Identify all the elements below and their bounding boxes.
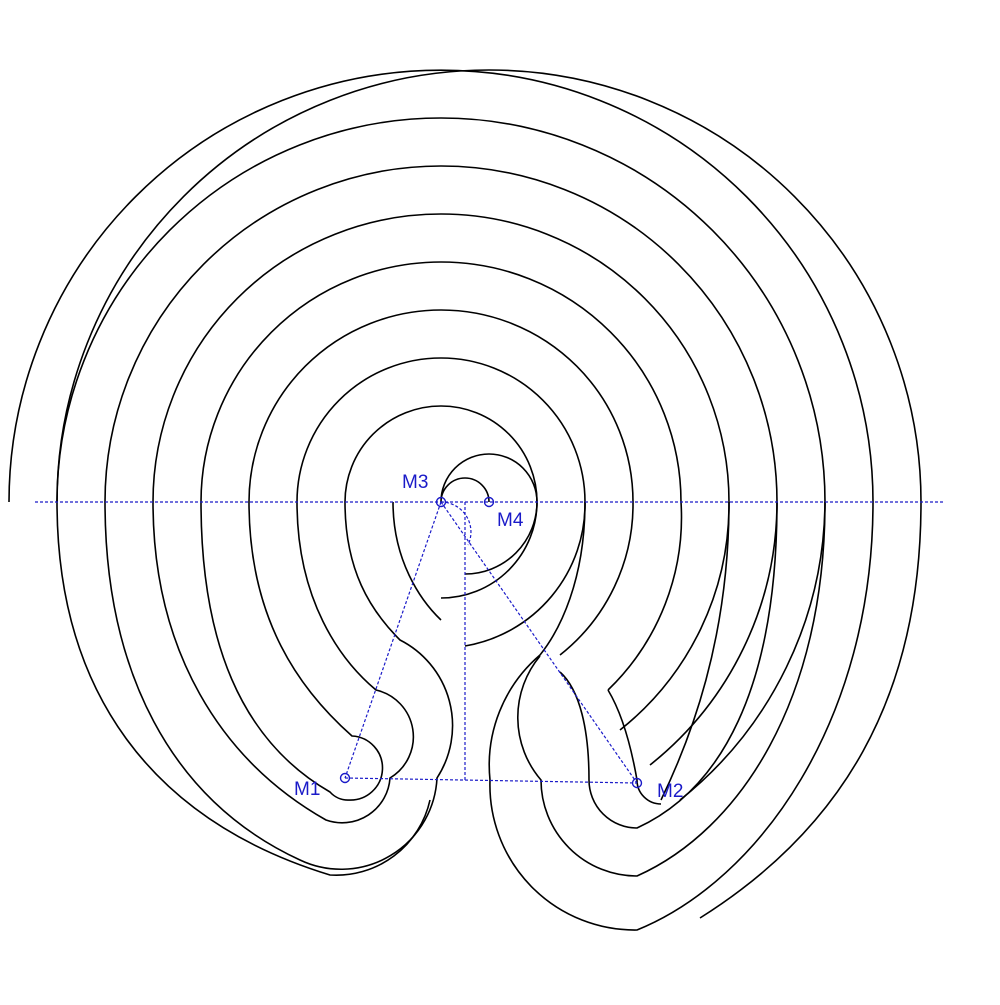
wall-ring-6: [152, 213, 730, 731]
wall-m2-arc-2: [517, 501, 826, 877]
m1-to-m2-line: [344, 777, 638, 784]
wall-m2-arc-4: [607, 689, 662, 805]
m4-label: M4: [497, 510, 524, 531]
wall-ring-2: [344, 405, 538, 599]
wall-core-hook: [440, 453, 538, 575]
m2-label: M2: [657, 781, 683, 802]
center-points: [339, 496, 643, 789]
m3-to-m2-line: [440, 501, 638, 784]
wall-outer-left: [56, 69, 922, 919]
point-labels: M1 M2 M3 M4: [294, 472, 683, 802]
wall-m2-arc-5: [660, 501, 730, 801]
wall-m1-outer: [56, 501, 431, 876]
construction-lines: [35, 501, 945, 784]
labyrinth-walls: [8, 69, 874, 931]
wall-ring-8: [56, 117, 826, 801]
wall-m1-arc-1: [152, 501, 415, 824]
m2-point: [631, 777, 643, 789]
wall-m1-arc-3: [200, 501, 384, 801]
wall-ring-4: [248, 309, 634, 656]
m4-point: [483, 496, 495, 508]
m3-point: [435, 496, 447, 508]
wall-ring-3: [296, 357, 586, 647]
wall-left-1: [297, 502, 470, 856]
m3-label: M3: [402, 472, 428, 493]
wall-m2-arc-1: [8, 69, 874, 931]
wall-m1-arc-4: [392, 501, 442, 621]
wall-m1-arc-2: [104, 501, 454, 870]
m3-m4-arc: [440, 501, 472, 546]
labyrinth-outer: [56, 69, 922, 919]
wall-ring-7: [104, 165, 778, 766]
m1-point: [339, 772, 351, 784]
wall-ring-5: [200, 261, 683, 691]
m1-label: M1: [294, 779, 320, 800]
m3-to-m1-line: [344, 501, 442, 779]
wall-m2-arc-3: [559, 501, 778, 829]
